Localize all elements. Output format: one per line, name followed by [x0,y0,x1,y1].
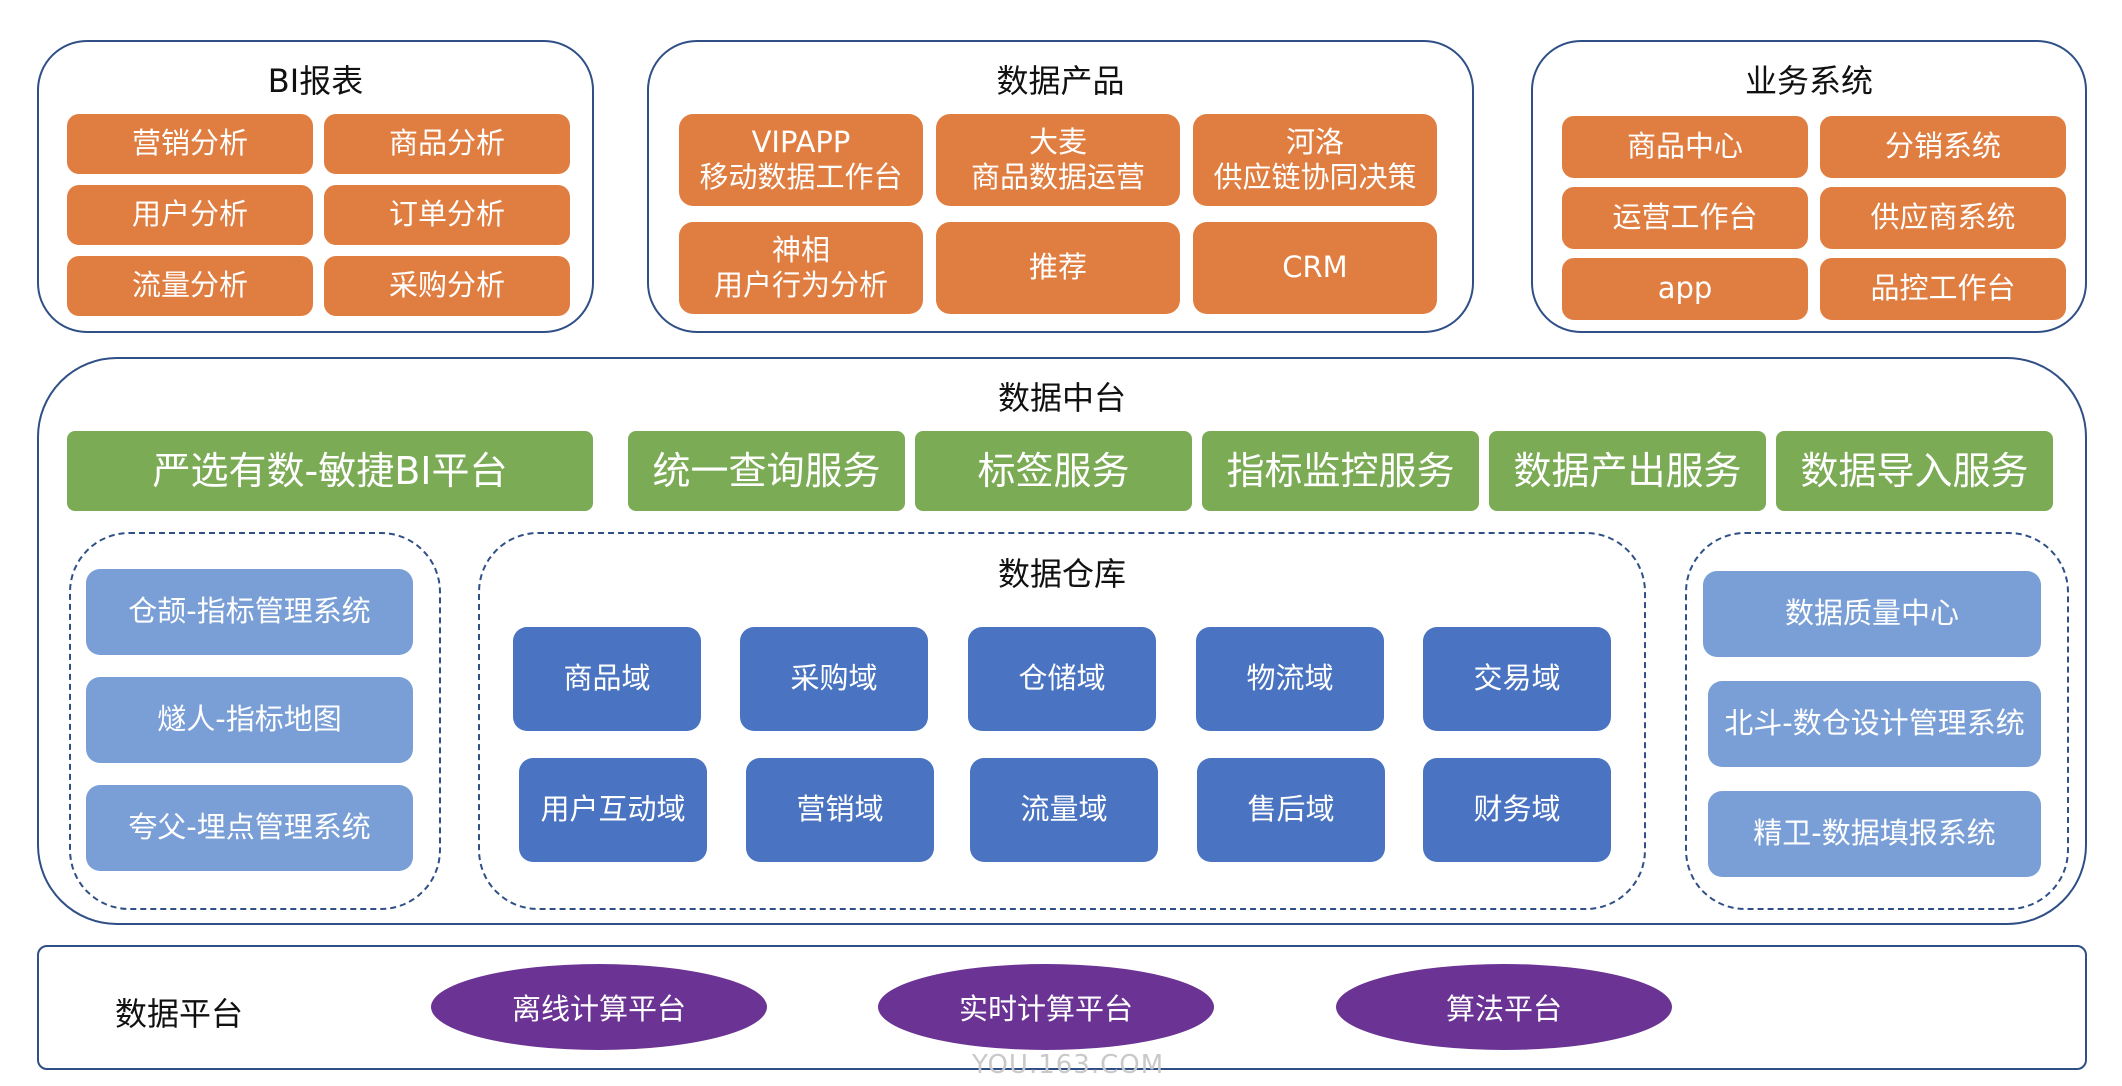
service-data-output[interactable]: 数据产出服务 [1489,431,1766,511]
bi-report-panel: BI报表 营销分析 商品分析 用户分析 订单分析 流量分析 采购分析 [37,40,594,333]
product-recommend[interactable]: 推荐 [936,222,1180,314]
biz-qc-workbench[interactable]: 品控工作台 [1820,258,2066,320]
platform-offline[interactable]: 离线计算平台 [431,964,767,1050]
data-products-title: 数据产品 [996,62,1125,100]
bi-report-title: BI报表 [267,62,364,100]
data-warehouse-title: 数据仓库 [997,555,1126,593]
tool-suiren[interactable]: 燧人-指标地图 [86,677,413,763]
business-systems-title: 业务系统 [1744,62,1873,100]
domain-after-sales[interactable]: 售后域 [1197,758,1385,862]
domain-purchase[interactable]: 采购域 [740,627,928,731]
tool-jingwei[interactable]: 精卫-数据填报系统 [1708,791,2041,877]
business-systems-panel: 业务系统 商品中心 分销系统 运营工作台 供应商系统 app 品控工作台 [1531,40,2087,333]
platform-algorithm[interactable]: 算法平台 [1336,964,1672,1050]
tool-beidou[interactable]: 北斗-数仓设计管理系统 [1708,681,2041,767]
bi-item-marketing[interactable]: 营销分析 [67,114,313,174]
tool-kuafu[interactable]: 夸父-埋点管理系统 [86,785,413,871]
biz-app[interactable]: app [1562,258,1808,320]
domain-user-interaction[interactable]: 用户互动域 [519,758,707,862]
product-damai[interactable]: 大麦 商品数据运营 [936,114,1180,206]
bi-item-order[interactable]: 订单分析 [324,185,570,245]
data-platform-title: 数据平台 [115,995,244,1033]
product-vipapp[interactable]: VIPAPP 移动数据工作台 [679,114,923,206]
domain-marketing[interactable]: 营销域 [746,758,934,862]
tool-data-quality[interactable]: 数据质量中心 [1703,571,2041,657]
data-products-panel: 数据产品 VIPAPP 移动数据工作台 大麦 商品数据运营 河洛 供应链协同决策… [647,40,1474,333]
biz-ops-workbench[interactable]: 运营工作台 [1562,187,1808,249]
bi-item-purchase[interactable]: 采购分析 [324,256,570,316]
service-unified-query[interactable]: 统一查询服务 [628,431,905,511]
domain-finance[interactable]: 财务域 [1423,758,1611,862]
service-bi-platform[interactable]: 严选有数-敏捷BI平台 [67,431,593,511]
data-middle-platform-panel: 数据中台 严选有数-敏捷BI平台 统一查询服务 标签服务 指标监控服务 数据产出… [37,357,2087,925]
domain-logistics[interactable]: 物流域 [1196,627,1384,731]
tool-cangjie[interactable]: 仓颉-指标管理系统 [86,569,413,655]
data-platform-panel: 数据平台 离线计算平台 实时计算平台 算法平台 [37,945,2087,1070]
biz-distribution[interactable]: 分销系统 [1820,116,2066,178]
bi-item-product[interactable]: 商品分析 [324,114,570,174]
left-tools-group [69,532,441,910]
data-warehouse-group [478,532,1646,910]
domain-trade[interactable]: 交易域 [1423,627,1611,731]
service-tag[interactable]: 标签服务 [915,431,1192,511]
biz-supplier[interactable]: 供应商系统 [1820,187,2066,249]
data-middle-platform-title: 数据中台 [997,379,1126,417]
domain-storage[interactable]: 仓储域 [968,627,1156,731]
bi-item-user[interactable]: 用户分析 [67,185,313,245]
watermark-text: YOU.163.COM [972,1050,1165,1080]
service-metric-monitor[interactable]: 指标监控服务 [1202,431,1479,511]
product-heluo[interactable]: 河洛 供应链协同决策 [1193,114,1437,206]
bi-item-traffic[interactable]: 流量分析 [67,256,313,316]
domain-traffic[interactable]: 流量域 [970,758,1158,862]
right-tools-group [1685,532,2069,910]
platform-realtime[interactable]: 实时计算平台 [878,964,1214,1050]
domain-product[interactable]: 商品域 [513,627,701,731]
biz-product-center[interactable]: 商品中心 [1562,116,1808,178]
product-crm[interactable]: CRM [1193,222,1437,314]
product-shenxiang[interactable]: 神相 用户行为分析 [679,222,923,314]
service-data-import[interactable]: 数据导入服务 [1776,431,2053,511]
